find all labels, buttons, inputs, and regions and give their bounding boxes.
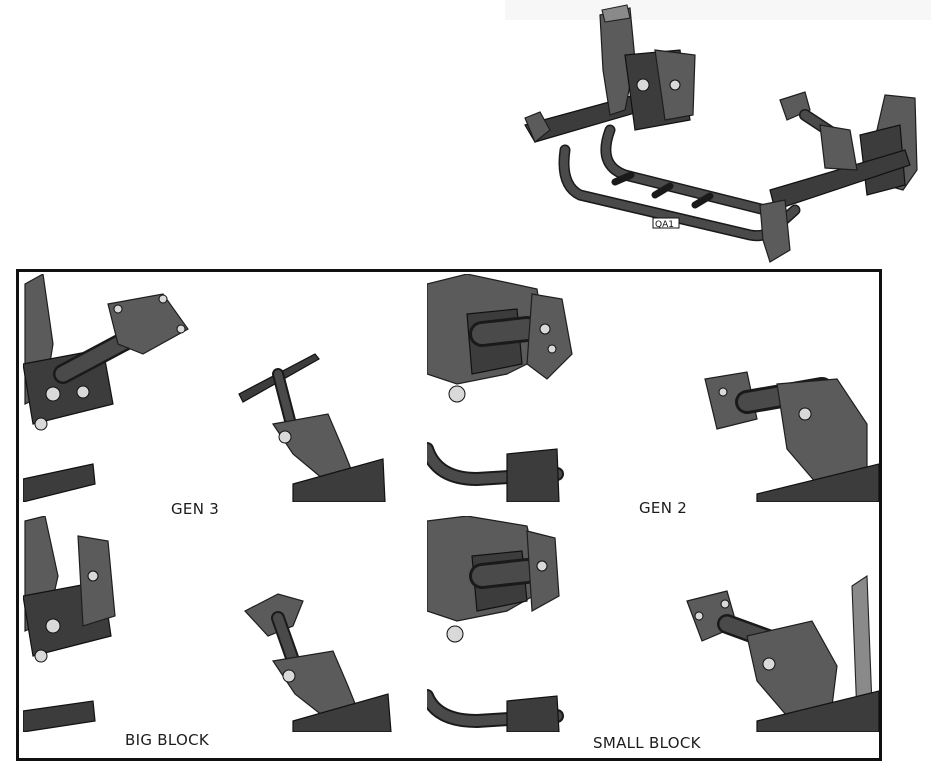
small-block-label: SMALL BLOCK: [593, 734, 701, 752]
mount-comparison-panel: GEN 3 GEN 2: [16, 269, 882, 761]
gen3-mount-detail: [23, 274, 403, 502]
engine-cradle-render: QA1: [505, 0, 931, 268]
big-block-mount-detail: [23, 516, 403, 732]
gen2-mount-detail: [427, 274, 879, 502]
qa1-logo: QA1: [655, 220, 674, 230]
gen2-label: GEN 2: [639, 499, 688, 517]
small-block-mount-detail: [427, 516, 879, 732]
gen3-label: GEN 3: [171, 500, 220, 518]
big-block-label: BIG BLOCK: [125, 731, 210, 749]
